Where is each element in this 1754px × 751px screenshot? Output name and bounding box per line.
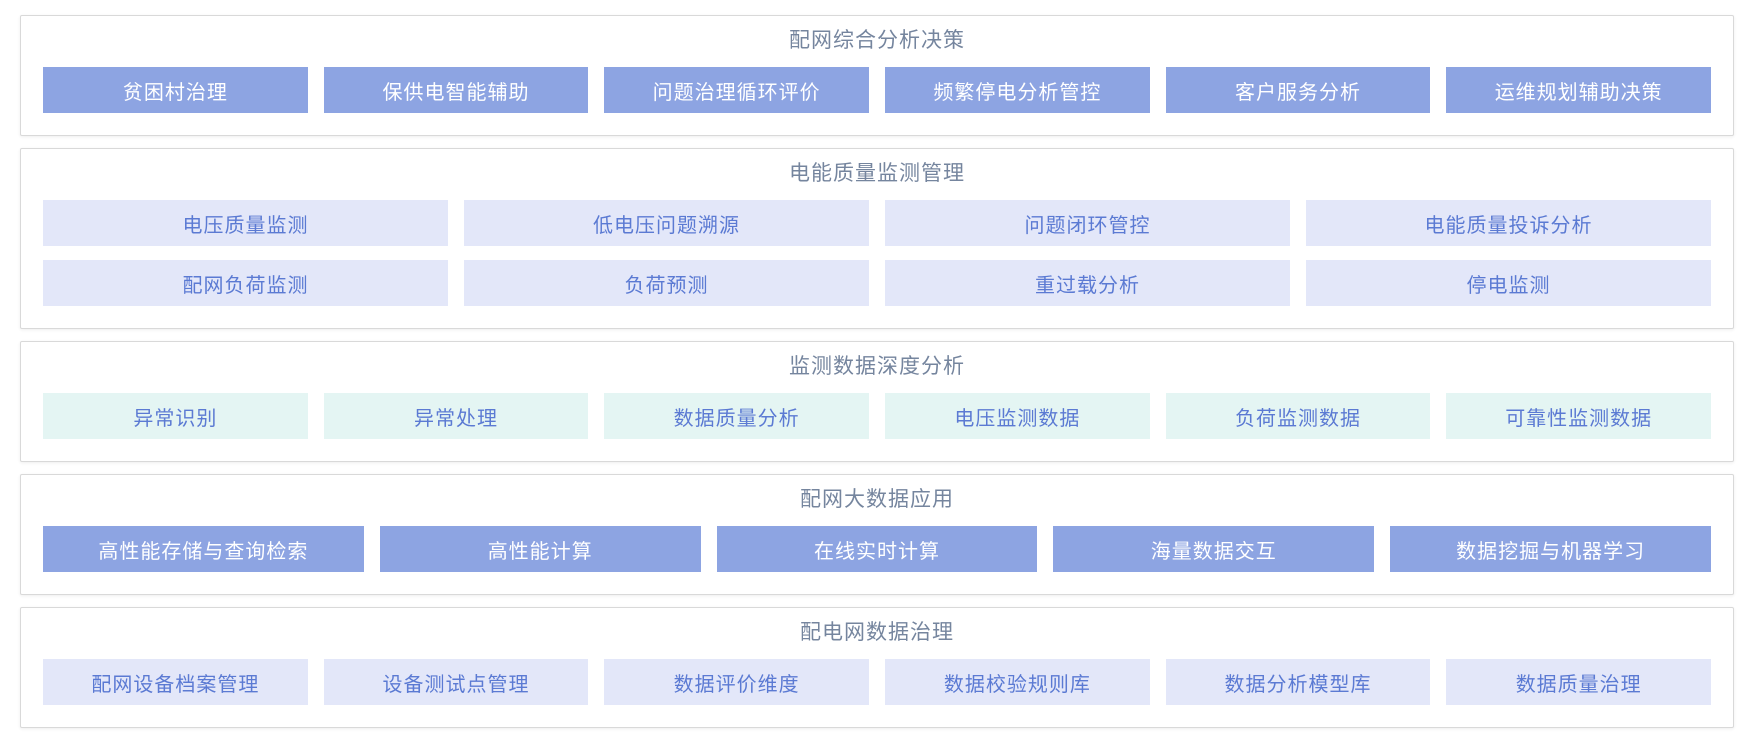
module-button[interactable]: 在线实时计算 <box>716 526 1038 572</box>
button-row: 配网负荷监测负荷预测重过载分析停电监测 <box>43 260 1711 306</box>
module-button[interactable]: 频繁停电分析管控 <box>885 67 1150 113</box>
section-title: 配网大数据应用 <box>800 488 954 511</box>
module-button[interactable]: 低电压问题溯源 <box>464 200 869 246</box>
module-button[interactable]: 保供电智能辅助 <box>323 67 589 113</box>
module-button[interactable]: 高性能计算 <box>379 526 701 572</box>
module-button[interactable]: 电能质量投诉分析 <box>1306 200 1711 246</box>
module-button[interactable]: 电压质量监测 <box>43 200 448 246</box>
section-panel-3: 监测数据深度分析异常识别异常处理数据质量分析电压监测数据负荷监测数据可靠性监测数… <box>20 341 1734 462</box>
module-button[interactable]: 海量数据交互 <box>1053 526 1375 572</box>
module-button[interactable]: 高性能存储与查询检索 <box>43 526 364 572</box>
section-title: 监测数据深度分析 <box>789 355 965 378</box>
module-button[interactable]: 数据质量分析 <box>604 393 870 439</box>
button-row: 贫困村治理保供电智能辅助问题治理循环评价频繁停电分析管控客户服务分析运维规划辅助… <box>43 67 1712 113</box>
button-row: 电压质量监测低电压问题溯源问题闭环管控电能质量投诉分析 <box>43 200 1711 246</box>
module-button[interactable]: 客户服务分析 <box>1165 67 1431 113</box>
section-panel-2: 电能质量监测管理电压质量监测低电压问题溯源问题闭环管控电能质量投诉分析配网负荷监… <box>20 148 1734 329</box>
module-button[interactable]: 问题治理循环评价 <box>604 67 870 113</box>
module-button[interactable]: 问题闭环管控 <box>885 200 1290 246</box>
section-panel-5: 配电网数据治理配网设备档案管理设备测试点管理数据评价维度数据校验规则库数据分析模… <box>20 607 1734 728</box>
module-button[interactable]: 重过载分析 <box>885 260 1290 306</box>
button-row: 高性能存储与查询检索高性能计算在线实时计算海量数据交互数据挖掘与机器学习 <box>43 526 1711 572</box>
module-button[interactable]: 数据分析模型库 <box>1165 659 1431 705</box>
section-title: 电能质量监测管理 <box>789 162 965 185</box>
module-button[interactable]: 数据评价维度 <box>604 659 870 705</box>
module-button[interactable]: 负荷预测 <box>464 260 869 306</box>
section-title: 配网综合分析决策 <box>789 29 965 52</box>
module-button[interactable]: 配网设备档案管理 <box>43 659 308 705</box>
module-button[interactable]: 数据质量治理 <box>1446 659 1712 705</box>
module-button[interactable]: 停电监测 <box>1306 260 1711 306</box>
module-button[interactable]: 数据校验规则库 <box>885 659 1150 705</box>
module-button[interactable]: 电压监测数据 <box>885 393 1150 439</box>
module-button[interactable]: 异常识别 <box>43 393 308 439</box>
module-button[interactable]: 数据挖掘与机器学习 <box>1390 526 1711 572</box>
section-panel-1: 配网综合分析决策贫困村治理保供电智能辅助问题治理循环评价频繁停电分析管控客户服务… <box>20 15 1734 136</box>
module-button[interactable]: 设备测试点管理 <box>323 659 589 705</box>
section-panel-4: 配网大数据应用高性能存储与查询检索高性能计算在线实时计算海量数据交互数据挖掘与机… <box>20 474 1734 595</box>
module-button[interactable]: 配网负荷监测 <box>43 260 448 306</box>
button-row: 配网设备档案管理设备测试点管理数据评价维度数据校验规则库数据分析模型库数据质量治… <box>43 659 1712 705</box>
module-button[interactable]: 异常处理 <box>323 393 589 439</box>
button-row: 异常识别异常处理数据质量分析电压监测数据负荷监测数据可靠性监测数据 <box>43 393 1712 439</box>
module-button[interactable]: 运维规划辅助决策 <box>1446 67 1712 113</box>
section-title: 配电网数据治理 <box>800 621 954 644</box>
module-button[interactable]: 贫困村治理 <box>43 67 308 113</box>
module-button[interactable]: 负荷监测数据 <box>1165 393 1431 439</box>
module-button[interactable]: 可靠性监测数据 <box>1446 393 1712 439</box>
